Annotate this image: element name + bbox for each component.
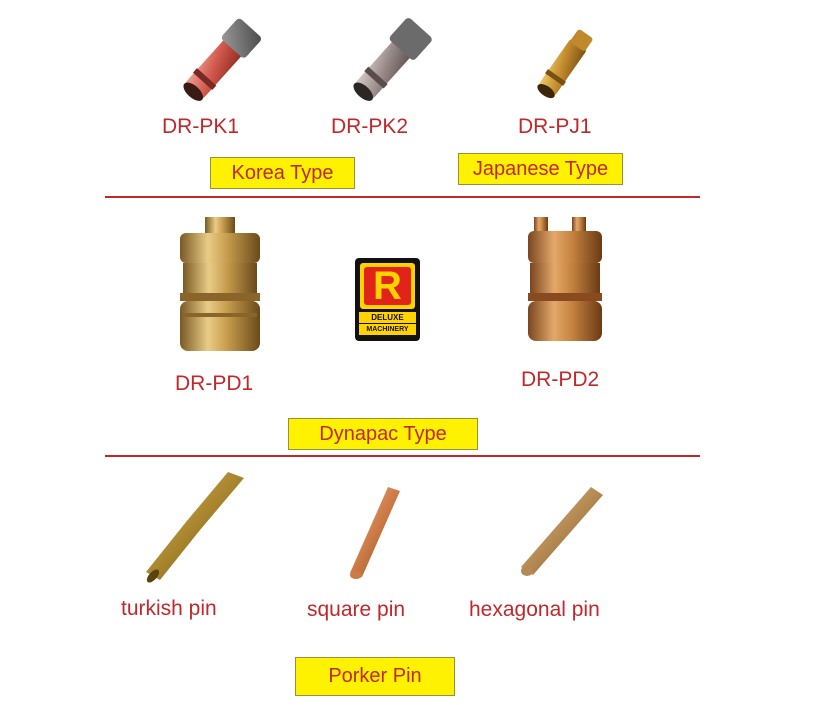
product-code-dr-pk1: DR-PK1 [162,115,240,138]
product-image-dr-pk2 [353,18,432,101]
pin-image-turkish [146,472,244,583]
product-image-dr-pj1 [537,29,593,99]
dynapac-type-label: Dynapac Type [288,418,478,450]
logo-letter: R [373,264,402,308]
pin-image-hexagonal [521,487,603,576]
logo-text-line1: DELUXE [359,312,416,323]
product-image-dr-pd1 [180,217,260,351]
logo-text-line2: MACHINERY [359,324,416,335]
logo-letter-frame [364,267,411,305]
pin-label-square: square pin [307,598,406,621]
pin-label-hexagonal: hexagonal pin [469,598,600,621]
pin-image-square [350,487,400,579]
product-code-dr-pd1: DR-PD1 [175,372,254,395]
product-code-dr-pd2: DR-PD2 [521,368,600,391]
product-image-dr-pd2 [528,217,602,341]
product-code-dr-pk2: DR-PK2 [331,115,409,138]
deluxe-machinery-logo: R DELUXE MACHINERY [355,258,420,341]
section-divider-middle [105,455,700,457]
logo-letter-tile: R [360,263,415,309]
product-image-dr-pk1 [183,18,262,101]
korea-type-label: Korea Type [210,157,355,189]
japanese-type-label: Japanese Type [458,153,623,185]
product-code-dr-pj1: DR-PJ1 [518,115,592,138]
porker-pin-label: Porker Pin [295,657,455,696]
section-divider-top [105,196,700,198]
pin-label-turkish: turkish pin [121,597,217,620]
